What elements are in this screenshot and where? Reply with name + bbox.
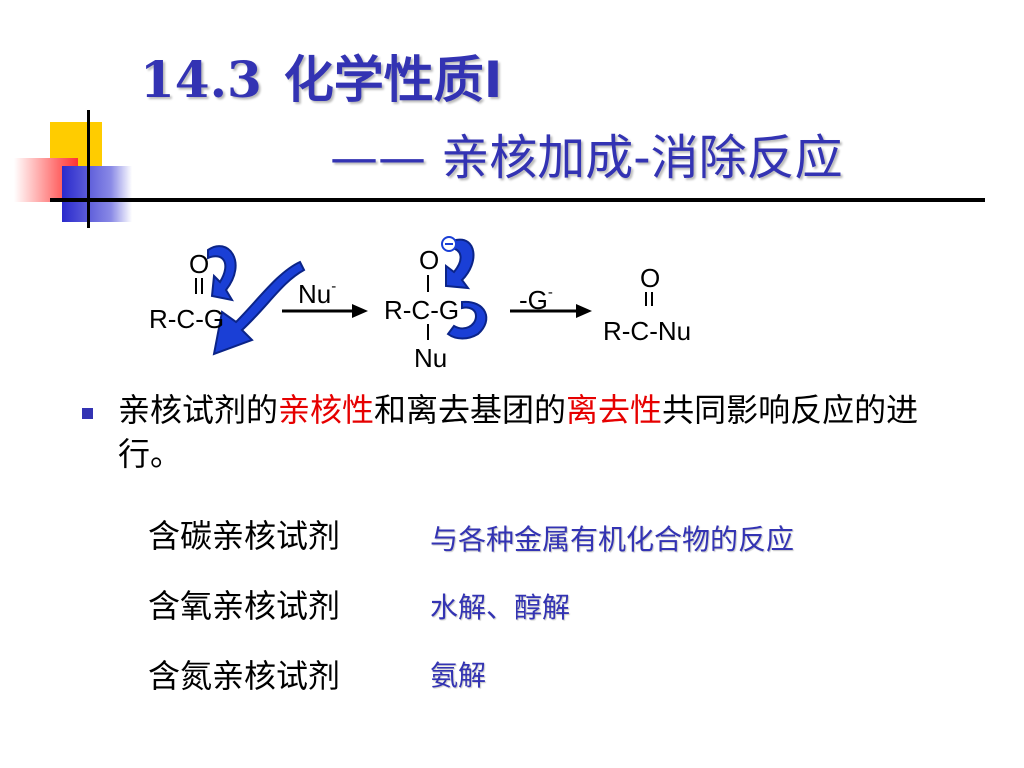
reagent-carbon: 含碳亲核试剂 bbox=[148, 517, 341, 555]
nucleophile-label: Nu- bbox=[298, 272, 336, 309]
nucleophile-charge: - bbox=[331, 278, 337, 295]
deco-blue-square bbox=[62, 166, 132, 222]
product-oxygen: O bbox=[640, 263, 661, 293]
bullet-highlight-leaving-ability: 离去性 bbox=[566, 391, 663, 429]
bullet-text-3: 共同影响反应的进行。 bbox=[118, 391, 919, 473]
reaction-nitrogen: 氨解 bbox=[430, 659, 487, 692]
leaving-group-text: -G bbox=[519, 285, 548, 315]
reactant-formula: R-C-G bbox=[149, 304, 225, 334]
reagent-nitrogen: 含氮亲核试剂 bbox=[148, 657, 341, 695]
intermediate-formula: R-C-G bbox=[384, 295, 460, 325]
intermediate-nu: Nu bbox=[414, 343, 448, 373]
negative-charge-icon bbox=[441, 236, 457, 252]
reaction-carbon: 与各种金属有机化合物的反应 bbox=[430, 523, 795, 556]
deco-vertical-line bbox=[87, 110, 90, 228]
bullet-highlight-nucleophilicity: 亲核性 bbox=[278, 391, 375, 429]
reaction-oxygen: 水解、醇解 bbox=[430, 591, 571, 624]
slide-title: 14.3 化学性质I bbox=[140, 50, 502, 110]
leaving-group-label: -G- bbox=[519, 278, 553, 315]
slide-subtitle: —— 亲核加成-消除反应 bbox=[330, 130, 843, 186]
curved-arrow-2 bbox=[212, 260, 306, 356]
intermediate-oxygen: O bbox=[419, 245, 440, 275]
leaving-group-charge: - bbox=[547, 284, 553, 301]
bullet-text-2: 和离去基团的 bbox=[374, 391, 567, 429]
section-number: 14.3 bbox=[140, 50, 262, 109]
product-formula: R-C-Nu bbox=[603, 316, 692, 346]
bullet-square-icon bbox=[82, 408, 93, 419]
nucleophile-text: Nu bbox=[298, 279, 332, 309]
bullet-text: 亲核试剂的亲核性和离去基团的离去性共同影响反应的进行。 bbox=[118, 388, 978, 476]
reactant-oxygen: O bbox=[189, 249, 210, 279]
curved-arrow-1 bbox=[207, 245, 237, 302]
reagent-oxygen: 含氧亲核试剂 bbox=[148, 587, 341, 625]
curved-arrow-3 bbox=[445, 238, 475, 290]
title-rule bbox=[50, 198, 985, 202]
bullet-text-1: 亲核试剂的 bbox=[118, 391, 279, 429]
title-text: 化学性质I bbox=[283, 51, 503, 109]
